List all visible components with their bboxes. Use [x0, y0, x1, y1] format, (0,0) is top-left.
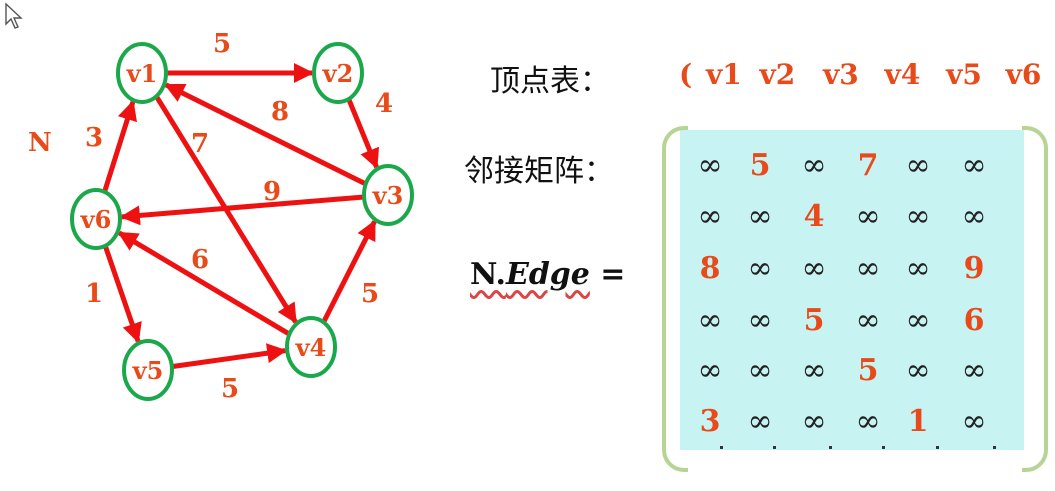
- vertex-ring: [116, 42, 168, 104]
- matrix-dash: [720, 446, 723, 449]
- vertex-ring: [285, 316, 337, 378]
- edge-weight-v6-v5: 1: [85, 279, 103, 309]
- matrix-cell-r5-c6: ∞: [961, 353, 987, 388]
- weighted-digraph: 5 4 8 7 9 3 6 5 1 5 v1 v2 v3 v4 v5 v6: [70, 29, 414, 404]
- matrix-dash: [773, 446, 776, 449]
- matrix-cell-r4-c1: ∞: [697, 303, 723, 338]
- vertex-v4: v4: [285, 316, 337, 378]
- edge-weight-v1-v2: 5: [213, 29, 231, 59]
- matrix-cell-r5-c1: ∞: [697, 353, 723, 388]
- matrix-cell-r5-c4: 5: [857, 353, 879, 388]
- edge-label-name: Edge: [505, 257, 590, 292]
- graph-name: N: [28, 128, 52, 158]
- matrix-cell-r3-c3: ∞: [801, 251, 827, 286]
- vertex-v2: v2: [312, 42, 364, 104]
- edge-weight-v1-v4: 7: [191, 129, 209, 159]
- matrix-cell-r6-c5: 1: [907, 404, 929, 439]
- vertex-label: v2: [322, 59, 354, 88]
- matrix-cell-r5-c3: ∞: [801, 353, 827, 388]
- vertex-label: v6: [80, 205, 112, 234]
- matrix-cell-r4-c4: ∞: [855, 303, 881, 338]
- vertex-table-item: v4: [884, 58, 921, 91]
- matrix-cell-r6-c1: 3: [699, 404, 721, 439]
- vertex-ring: [70, 188, 122, 250]
- matrix-cell-r3-c6: 9: [963, 251, 985, 286]
- vertex-ring: [362, 164, 414, 226]
- vertex-label: v3: [372, 181, 404, 210]
- vertex-table-item: v5: [946, 58, 982, 91]
- mouse-pointer-icon: [5, 2, 23, 29]
- matrix-dash: [882, 446, 885, 449]
- vertex-label: v5: [132, 356, 164, 385]
- matrix-cell-r3-c2: ∞: [747, 251, 773, 286]
- edge-label-suffix: =: [589, 257, 626, 292]
- matrix-cell-r2-c4: ∞: [855, 199, 881, 234]
- vertex-label: v1: [126, 59, 158, 88]
- matrix-cell-r5-c5: ∞: [905, 353, 931, 388]
- edge-v6-v5: [102, 244, 142, 344]
- adjacency-matrix-label: 邻接矩阵：: [464, 154, 614, 189]
- edge-label-prefix: N.: [470, 257, 506, 292]
- edge-v3-v6: [119, 194, 365, 226]
- edge-weight-v4-v6: 6: [191, 245, 209, 275]
- matrix-cell-r6-c4: ∞: [855, 404, 881, 439]
- matrix-dash: [829, 446, 832, 449]
- vertex-v5: v5: [122, 339, 174, 401]
- vertex-table-open-paren: (: [679, 58, 693, 91]
- matrix-cell-r4-c5: ∞: [905, 303, 931, 338]
- vertex-v1: v1: [116, 42, 168, 104]
- matrix-cell-r3-c5: ∞: [905, 251, 931, 286]
- matrix-cell-r1-c5: ∞: [905, 148, 931, 183]
- matrix-cell-r6-c6: ∞: [961, 404, 987, 439]
- matrix-cell-r6-c2: ∞: [747, 404, 773, 439]
- matrix-cell-r4-c2: ∞: [747, 303, 773, 338]
- matrix-right-bracket: [1022, 126, 1048, 472]
- matrix-cell-r1-c1: ∞: [697, 148, 723, 183]
- edge-v4-v3: [321, 219, 377, 324]
- vertex-table-list: ( v1 v2 v3 v4 v5 v6 ): [679, 58, 1055, 91]
- edge-weight-v2-v3: 4: [375, 89, 393, 119]
- edge-v6-v1: [102, 100, 137, 193]
- edge-v3-v1: [164, 82, 367, 187]
- vertex-v3: v3: [362, 164, 414, 226]
- matrix-cell-r3-c4: ∞: [855, 251, 881, 286]
- edge-weight-v4-v3: 5: [361, 279, 379, 309]
- vertex-table-item: v1: [706, 58, 742, 91]
- edge-v4-v6: [117, 230, 291, 337]
- matrix-cell-r4-c6: 6: [963, 303, 985, 338]
- vertex-table-item: v6: [1005, 58, 1042, 91]
- vertex-table-item: v3: [823, 58, 859, 91]
- matrix-dash: [993, 446, 996, 449]
- vertex-ring: [122, 339, 174, 401]
- matrix-cell-r2-c5: ∞: [905, 199, 931, 234]
- edge-v2-v3: [346, 98, 380, 169]
- matrix-cell-r6-c3: ∞: [801, 404, 827, 439]
- matrix-background: [680, 130, 1024, 450]
- matrix-cell-r1-c4: 7: [857, 148, 879, 183]
- vertex-table-item: v2: [759, 58, 796, 91]
- matrix-cell-r1-c3: ∞: [801, 148, 827, 183]
- matrix-cell-r1-c6: ∞: [961, 148, 987, 183]
- matrix-cell-r2-c6: ∞: [961, 199, 987, 234]
- edge-matrix-label: N.Edge =: [470, 257, 625, 292]
- vertex-v6: v6: [70, 188, 122, 250]
- matrix-cell-r2-c2: ∞: [747, 199, 773, 234]
- vertex-table-label: 顶点表：: [490, 64, 610, 99]
- matrix-dash: [936, 446, 939, 449]
- matrix-cell-r2-c1: ∞: [697, 199, 723, 234]
- edge-weight-v5-v4: 5: [221, 374, 239, 404]
- vertex-label: v4: [295, 333, 327, 362]
- matrix-cell-r2-c3: 4: [803, 199, 825, 234]
- matrix-cell-r5-c2: ∞: [747, 353, 773, 388]
- matrix-cell-r1-c2: 5: [749, 148, 771, 183]
- edge-v5-v4: [171, 343, 288, 370]
- edge-weight-v3-v1: 8: [271, 97, 289, 127]
- matrix-cell-r3-c1: 8: [699, 251, 721, 286]
- matrix-left-bracket: [662, 126, 688, 472]
- edge-weight-v6-v1: 3: [85, 123, 103, 153]
- vertex-ring: [312, 42, 364, 104]
- matrix-cell-r4-c3: 5: [803, 303, 825, 338]
- edge-weight-v3-v6: 9: [263, 177, 281, 207]
